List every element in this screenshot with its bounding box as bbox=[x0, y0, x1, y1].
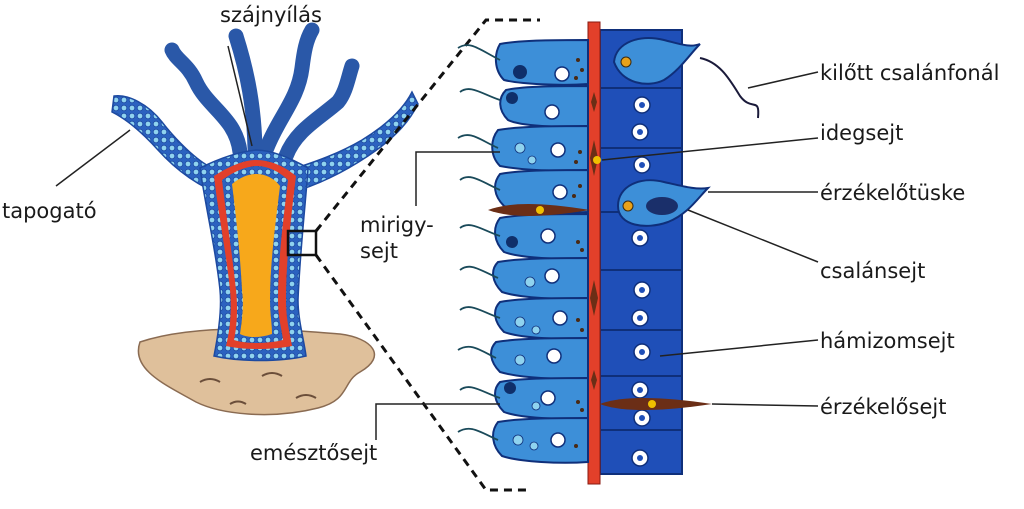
label-digestive-cell: emésztősejt bbox=[250, 441, 377, 465]
fired-cnidocyte bbox=[612, 37, 701, 85]
nerve-cell-body bbox=[593, 156, 601, 164]
mesoglea bbox=[587, 21, 601, 485]
hydra-body bbox=[111, 22, 419, 416]
right-tentacle bbox=[290, 90, 419, 194]
label-fired-thread: kilőtt csalánfonál bbox=[820, 61, 999, 85]
flagella bbox=[457, 44, 501, 441]
label-cnidocyte: csalánsejt bbox=[820, 259, 925, 283]
label-sensory-spine: érzékelőtüske bbox=[820, 181, 965, 205]
tissue-detail bbox=[457, 21, 760, 485]
leader-lines bbox=[55, 45, 819, 440]
label-nerve-cell: idegsejt bbox=[820, 121, 903, 145]
label-epitheliomuscular-cell: hámizomsejt bbox=[820, 329, 955, 353]
label-gland-cell-line1: mirigy- bbox=[360, 213, 434, 237]
label-sensory-cell: érzékelősejt bbox=[820, 395, 946, 419]
label-mouth: szájnyílás bbox=[220, 3, 322, 27]
label-gland-cell-line2: sejt bbox=[360, 239, 398, 263]
fired-thread bbox=[699, 57, 760, 119]
zoom-lines bbox=[314, 18, 540, 492]
magnify-box bbox=[286, 229, 318, 257]
endoderm-cells bbox=[490, 38, 589, 464]
tentacles bbox=[164, 22, 360, 164]
label-tentacle: tapogató bbox=[2, 199, 97, 223]
gastric-cavity bbox=[232, 174, 280, 337]
